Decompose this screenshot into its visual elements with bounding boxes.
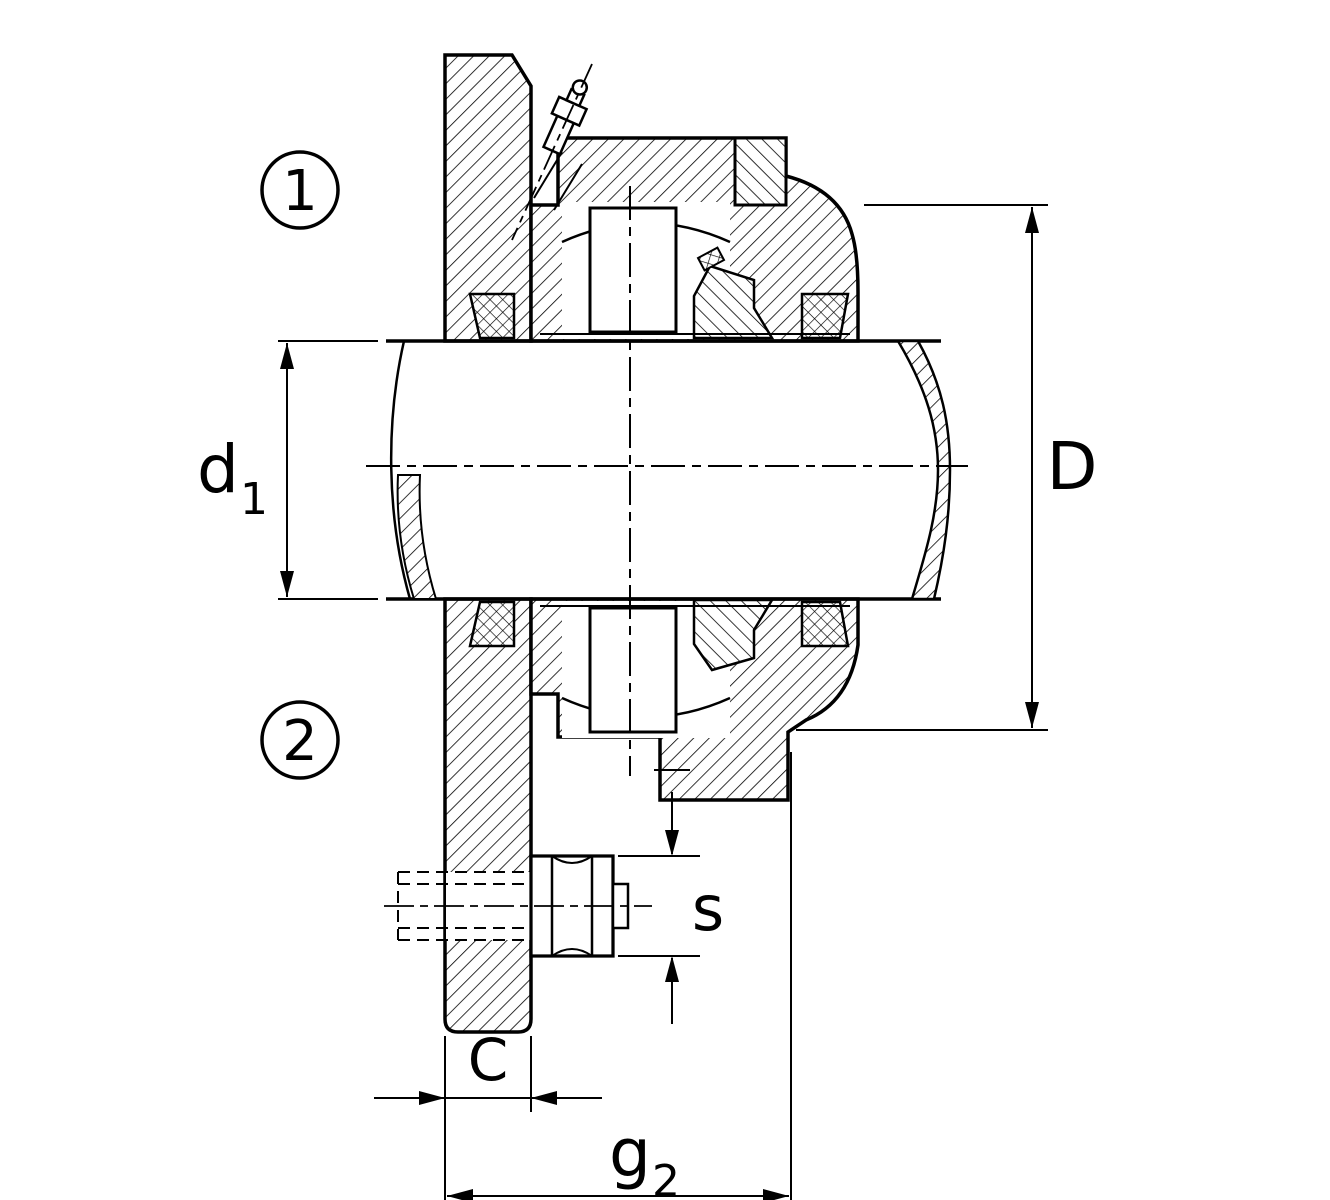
s-arrow-down xyxy=(665,830,679,856)
shaft-break-right-hatch xyxy=(895,339,952,601)
g2-label-base: g xyxy=(609,1115,651,1192)
hex-nut-chamfer-bottom xyxy=(551,948,593,957)
dimension-D: D xyxy=(796,204,1098,731)
callout-2-circle xyxy=(260,700,340,780)
dimension-g2: g 2 xyxy=(444,752,792,1200)
dimension-C: C xyxy=(374,1026,602,1112)
C-arrow-right xyxy=(531,1091,557,1105)
grease-axis-centerline xyxy=(511,63,593,241)
rolling-element-upper xyxy=(588,206,678,334)
seal-lower-right xyxy=(800,600,850,648)
seals xyxy=(468,292,850,648)
D-arrow-down xyxy=(1025,702,1039,728)
callout-1: 1 xyxy=(260,150,340,230)
callout-1-label: 1 xyxy=(282,159,318,224)
shaft xyxy=(386,339,952,601)
g2-arrow-right xyxy=(763,1189,789,1200)
C-arrow-left xyxy=(419,1091,445,1105)
D-arrow-up xyxy=(1025,207,1039,233)
locking-device-upper xyxy=(692,264,775,340)
locking-screw xyxy=(696,246,726,272)
g2-arrow-left xyxy=(447,1189,473,1200)
hex-nut-chamfer-top xyxy=(551,855,593,864)
dimension-d1: d 1 xyxy=(197,340,378,600)
s-label: s xyxy=(692,872,724,945)
C-label: C xyxy=(468,1026,509,1094)
flange-lower-section xyxy=(443,597,533,1034)
shaft-break-left-hatch xyxy=(396,474,438,600)
seal-lower-left xyxy=(468,600,516,648)
shaft-body xyxy=(388,343,939,597)
mounting-bolt xyxy=(384,854,652,958)
d1-label-sub: 1 xyxy=(240,474,268,525)
grease-bore-line-2 xyxy=(553,163,583,211)
grease-bore-line-1 xyxy=(533,151,563,199)
callout-2-label: 2 xyxy=(282,709,318,774)
d1-arrow-up xyxy=(280,343,294,369)
d1-arrow-down xyxy=(280,571,294,597)
dimension-s: s xyxy=(618,792,724,1024)
grease-fitting xyxy=(511,63,593,241)
seal-upper-right xyxy=(800,292,850,340)
D-label: D xyxy=(1047,428,1098,505)
callout-1-circle xyxy=(260,150,340,230)
s-arrow-up xyxy=(665,956,679,982)
housing-end-cap xyxy=(733,136,788,207)
shaft-break-left xyxy=(389,340,412,600)
callout-2: 2 xyxy=(260,700,340,780)
g2-label-sub: 2 xyxy=(652,1156,680,1200)
rolling-element-lower xyxy=(588,606,678,734)
d1-label-base: d xyxy=(197,431,239,508)
seal-upper-left xyxy=(468,292,516,340)
